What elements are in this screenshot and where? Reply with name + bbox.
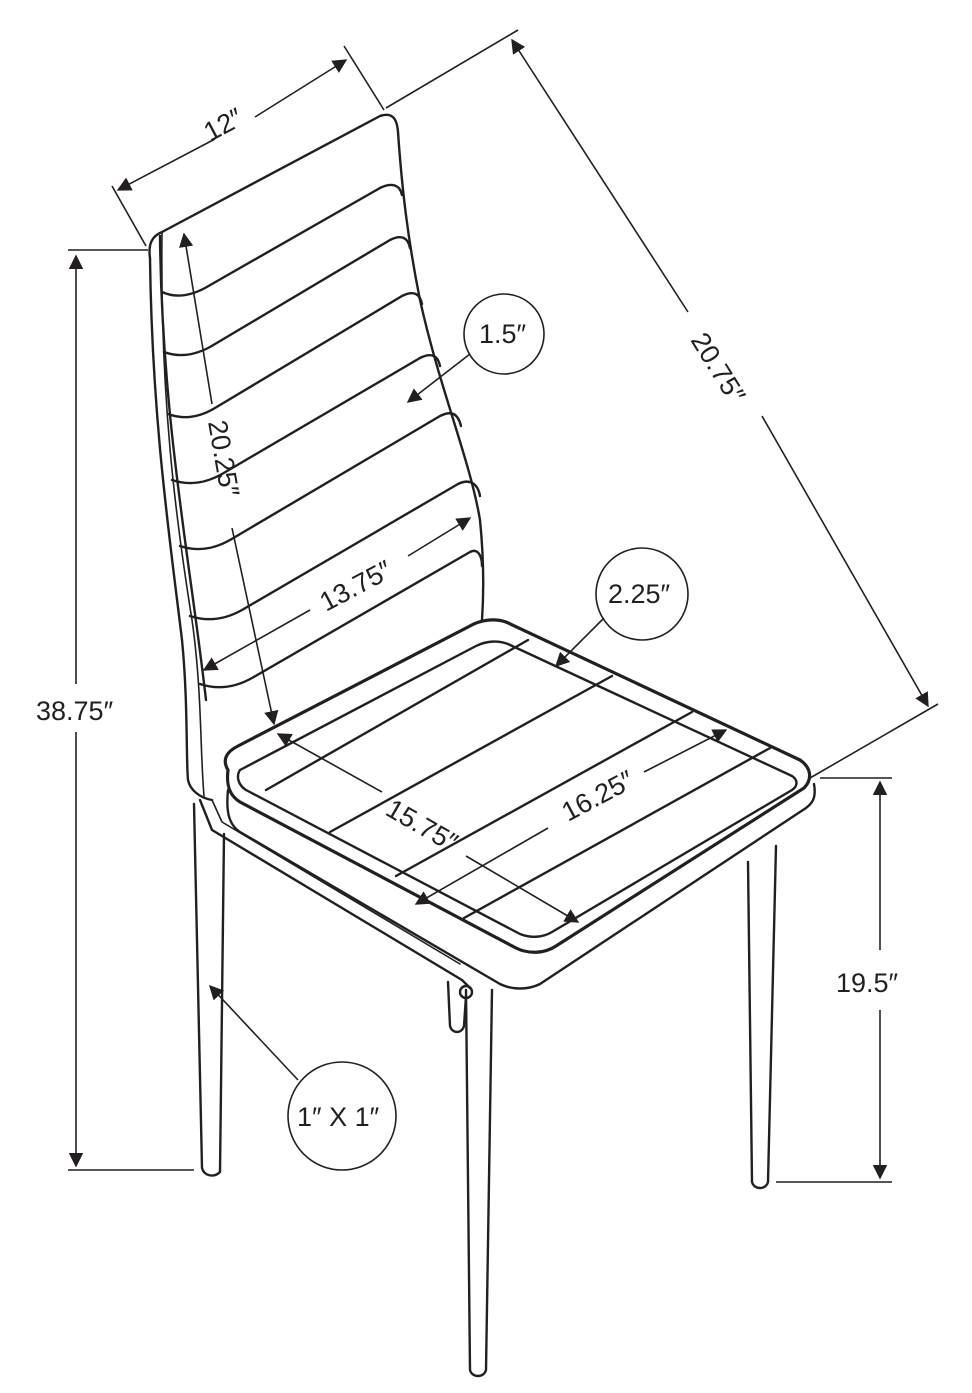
dim-back-width xyxy=(111,45,385,247)
label-back-inner-width: 13.75″ xyxy=(315,554,398,617)
label-seat-depth: 15.75″ xyxy=(381,793,463,858)
callout-leg-size xyxy=(209,984,397,1171)
label-back-height: 20.25″ xyxy=(202,418,245,500)
chair-seat xyxy=(223,618,816,990)
label-seat-thickness: 2.25″ xyxy=(608,579,671,609)
label-overall-height: 38.75″ xyxy=(36,696,114,726)
dim-seat-depth xyxy=(276,733,580,923)
dim-back-height xyxy=(179,232,279,726)
callout-seat-thickness xyxy=(554,547,689,668)
label-seat-height: 19.5″ xyxy=(836,968,899,998)
chair-back xyxy=(148,113,485,802)
label-seat-width: 16.25″ xyxy=(557,764,640,827)
chair-frame xyxy=(192,798,778,1378)
label-leg-size: 1″ X 1″ xyxy=(297,1102,380,1132)
dim-back-diagonal xyxy=(385,29,939,779)
dim-overall-height xyxy=(68,249,194,1171)
callout-back-thickness xyxy=(406,293,545,403)
dim-back-inner-width xyxy=(202,517,472,671)
label-back-thickness: 1.5″ xyxy=(479,319,527,349)
label-back-width: 12″ xyxy=(199,102,248,147)
label-back-diagonal: 20.75″ xyxy=(685,327,752,409)
dim-seat-height xyxy=(776,777,892,1183)
dim-seat-width xyxy=(414,729,728,905)
